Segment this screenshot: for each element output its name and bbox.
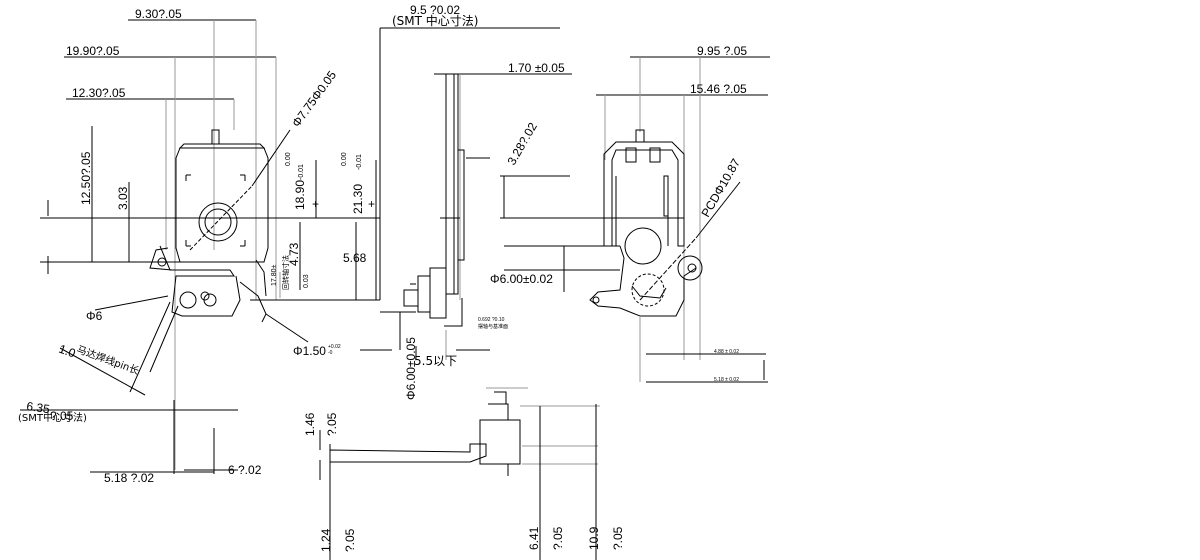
dim-height-b-tol: ?.05 [343, 528, 357, 552]
dim-height-a: 1.46 [303, 412, 317, 436]
dim-height-body-tol-upper: 0.00 [285, 152, 292, 166]
dim-shaft-offset: 4.73 [287, 242, 301, 266]
dim-pin-dia: Φ6 [86, 309, 103, 323]
dim-smt-note: (SMT中心寸法) [18, 411, 87, 424]
dim-lower-height: 5.68 [343, 251, 367, 265]
dim-height-a-tol: ?.05 [325, 412, 339, 436]
dim-pin-hole-tol-lower: -0 [328, 350, 333, 356]
dim-pcd: PCDΦ10.87 [698, 156, 743, 220]
dim-shaft-note: 回转轴寸法 [281, 255, 290, 290]
dim-height-b: 1.24 [319, 528, 333, 552]
dim-smt-length: 6.35 [26, 399, 51, 416]
dim-shaft-center: 17.80± [271, 264, 278, 286]
dim-below: 5.5以下 [414, 354, 457, 368]
dim-height-c: 6.41 [527, 526, 541, 550]
dim-pin-length-note: 马达焊线pin长 [75, 343, 141, 378]
dim-bottom-inner: 6 ?.02 [228, 463, 262, 477]
dim-height-total-tol-lower: -0.01 [356, 154, 363, 170]
dim-gap-note: 摆轴与基准面 [478, 323, 508, 330]
dim-pin-hole: Φ1.50 [293, 344, 326, 358]
dim-diameter-main: Φ7.75Φ0.05 [289, 68, 339, 130]
dim-small-offset: 0.03 [303, 274, 310, 288]
dim-bottom-wide: 5.18 ± 0.02 [714, 377, 739, 383]
right-view [500, 57, 770, 382]
dim-right-width-top: 9.95 ?.05 [697, 44, 747, 58]
dim-shaft-dia: Φ6.00±0.02 [490, 272, 553, 286]
dim-width-inner: 12.30?.05 [72, 86, 126, 100]
dim-smt-length-tol: ?.05 [50, 409, 74, 423]
plus-mark-2: + [368, 197, 375, 211]
dim-height-d-tol: ?.05 [611, 526, 625, 550]
bottom-view [320, 388, 600, 560]
plus-mark-1: + [312, 197, 319, 211]
dim-width-outer: 19.90?.05 [66, 44, 120, 58]
dim-lower-dia: Φ6.00±0.05 [404, 337, 418, 400]
dim-height-total-tol-upper: 0.00 [341, 152, 348, 166]
dim-height-body: 18.90 [293, 180, 307, 210]
dim-smt-top-note: (SMT 中心寸法) [392, 13, 478, 28]
dim-right-width-outer: 15.46 ?.05 [690, 82, 747, 96]
dim-smt-top: 9.5 ?0.02 [410, 3, 460, 17]
dim-gap: 0.692 ?0.10 [478, 317, 505, 323]
dim-height-total: 21.30 [351, 184, 365, 214]
dim-height-body-tol-lower: -0.01 [298, 164, 305, 180]
dim-height-c-tol: ?.05 [551, 526, 565, 550]
side-view [360, 28, 572, 360]
dim-pin-hole-tol-upper: +0.02 [328, 344, 341, 350]
dim-bottom-small: 4.88 ± 0.02 [714, 349, 739, 355]
dim-height-d: 10.9 [587, 526, 601, 550]
dim-pin-length-prefix: 1.0 [57, 342, 78, 361]
front-view [20, 20, 380, 474]
dim-offset-small: 3.28?.02 [504, 120, 540, 168]
dim-width-top: 9.30?.05 [135, 7, 182, 21]
dim-offset-left: 3.03 [116, 186, 130, 210]
dim-bottom-outer: 5.18 ?.02 [104, 471, 154, 485]
dim-thickness: 1.70 ±0.05 [508, 61, 565, 75]
dim-height-left: 12.50?.05 [79, 151, 93, 205]
